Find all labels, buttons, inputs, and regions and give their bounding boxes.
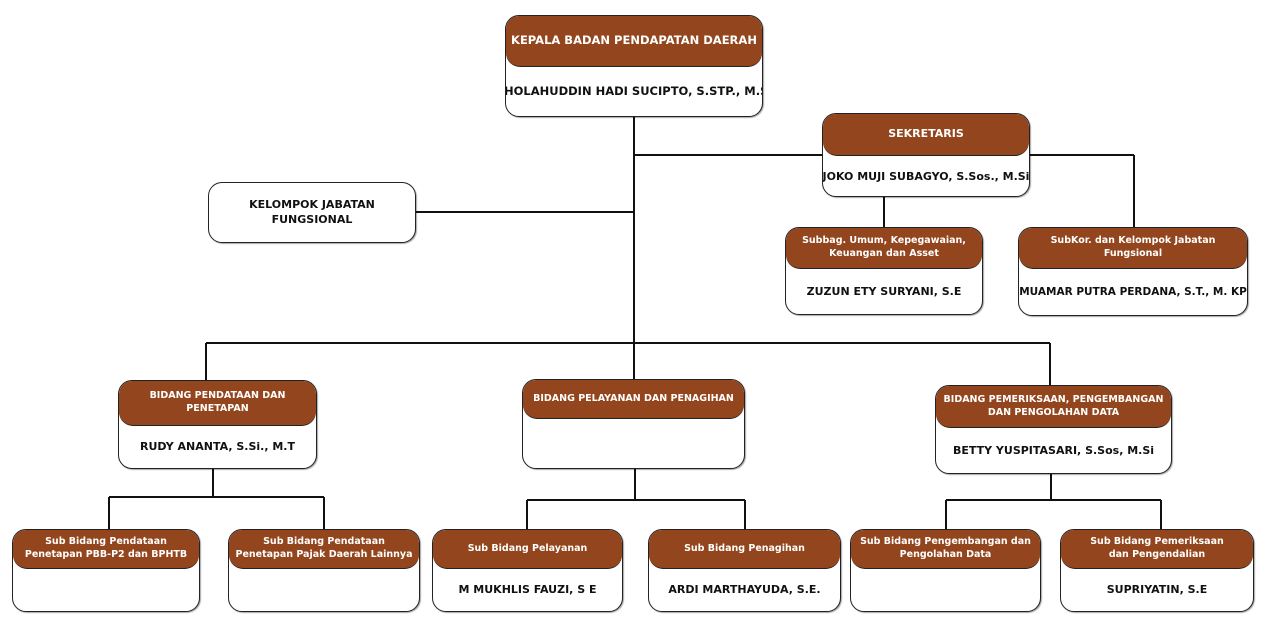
- head-box: KEPALA BADAN PENDAPATAN DAERAH SHOLAHUDD…: [505, 15, 763, 117]
- subunit-name: [13, 569, 199, 610]
- subunit-box: Sub Bidang Penagihan ARDI MARTHAYUDA, S.…: [648, 529, 841, 612]
- division-box: BIDANG PENDATAAN DAN PENETAPAN RUDY ANAN…: [118, 380, 317, 469]
- division-head-name: BETTY YUSPITASARI, S.Sos, M.Si: [952, 443, 1155, 457]
- secretary-name: JOKO MUJI SUBAGYO, S.Sos., M.Si: [822, 169, 1030, 183]
- subunit-title: Sub Bidang Pendataan Penetapan Pajak Dae…: [229, 530, 419, 569]
- subunit-name: M MUKHLIS FAUZI, S E: [458, 583, 597, 596]
- secretariat-unit-name: MUAMAR PUTRA PERDANA, S.T., M. KP: [1019, 285, 1247, 298]
- division-head-name: [523, 419, 744, 467]
- subunit-title: Sub Bidang Pengembangan dan Pengolahan D…: [851, 530, 1040, 569]
- division-box: BIDANG PEMERIKSAAN, PENGEMBANGAN DAN PEN…: [935, 385, 1172, 474]
- subunit-name: [229, 569, 419, 610]
- subunit-box: Sub Bidang Pendataan Penetapan PBB-P2 da…: [12, 529, 200, 612]
- division-head-name: RUDY ANANTA, S.Si., M.T: [140, 440, 295, 453]
- subunit-name: SUPRIYATIN, S.E: [1106, 583, 1208, 596]
- subunit-title: Sub Bidang Pelayanan: [433, 530, 622, 569]
- subunit-name: ARDI MARTHAYUDA, S.E.: [668, 583, 821, 596]
- secretary-title: SEKRETARIS: [823, 114, 1029, 156]
- subunit-box: Sub Bidang Pengembangan dan Pengolahan D…: [850, 529, 1041, 612]
- head-name: SHOLAHUDDIN HADI SUCIPTO, S.STP., M.Si: [505, 84, 763, 98]
- subunit-title: Sub Bidang Penagihan: [649, 530, 840, 569]
- subunit-box: Sub Bidang Pendataan Penetapan Pajak Dae…: [228, 529, 420, 612]
- secretariat-unit-box: Subbag. Umum, Kepegawaian, Keuangan dan …: [785, 227, 983, 315]
- head-title: KEPALA BADAN PENDAPATAN DAERAH: [506, 16, 762, 67]
- subunit-box: Sub Bidang Pelayanan M MUKHLIS FAUZI, S …: [432, 529, 623, 612]
- functional-group-box: KELOMPOK JABATAN FUNGSIONAL: [208, 182, 416, 243]
- functional-group-title: KELOMPOK JABATAN FUNGSIONAL: [249, 197, 375, 226]
- secretariat-unit-title: SubKor. dan Kelompok Jabatan Fungsional: [1019, 228, 1247, 269]
- subunit-title: Sub Bidang Pendataan Penetapan PBB-P2 da…: [13, 530, 199, 569]
- division-title: BIDANG PELAYANAN DAN PENAGIHAN: [523, 380, 744, 419]
- secretariat-unit-title: Subbag. Umum, Kepegawaian, Keuangan dan …: [786, 228, 982, 269]
- division-title: BIDANG PEMERIKSAAN, PENGEMBANGAN DAN PEN…: [936, 386, 1171, 428]
- subunit-box: Sub Bidang Pemeriksaan dan Pengendalian …: [1060, 529, 1254, 612]
- secretariat-unit-box: SubKor. dan Kelompok Jabatan Fungsional …: [1018, 227, 1248, 316]
- secretariat-unit-name: ZUZUN ETY SURYANI, S.E: [806, 284, 962, 298]
- subunit-name: [851, 569, 1040, 610]
- secretary-box: SEKRETARIS JOKO MUJI SUBAGYO, S.Sos., M.…: [822, 113, 1030, 197]
- division-box: BIDANG PELAYANAN DAN PENAGIHAN: [522, 379, 745, 469]
- division-title: BIDANG PENDATAAN DAN PENETAPAN: [119, 381, 316, 426]
- subunit-title: Sub Bidang Pemeriksaan dan Pengendalian: [1061, 530, 1253, 569]
